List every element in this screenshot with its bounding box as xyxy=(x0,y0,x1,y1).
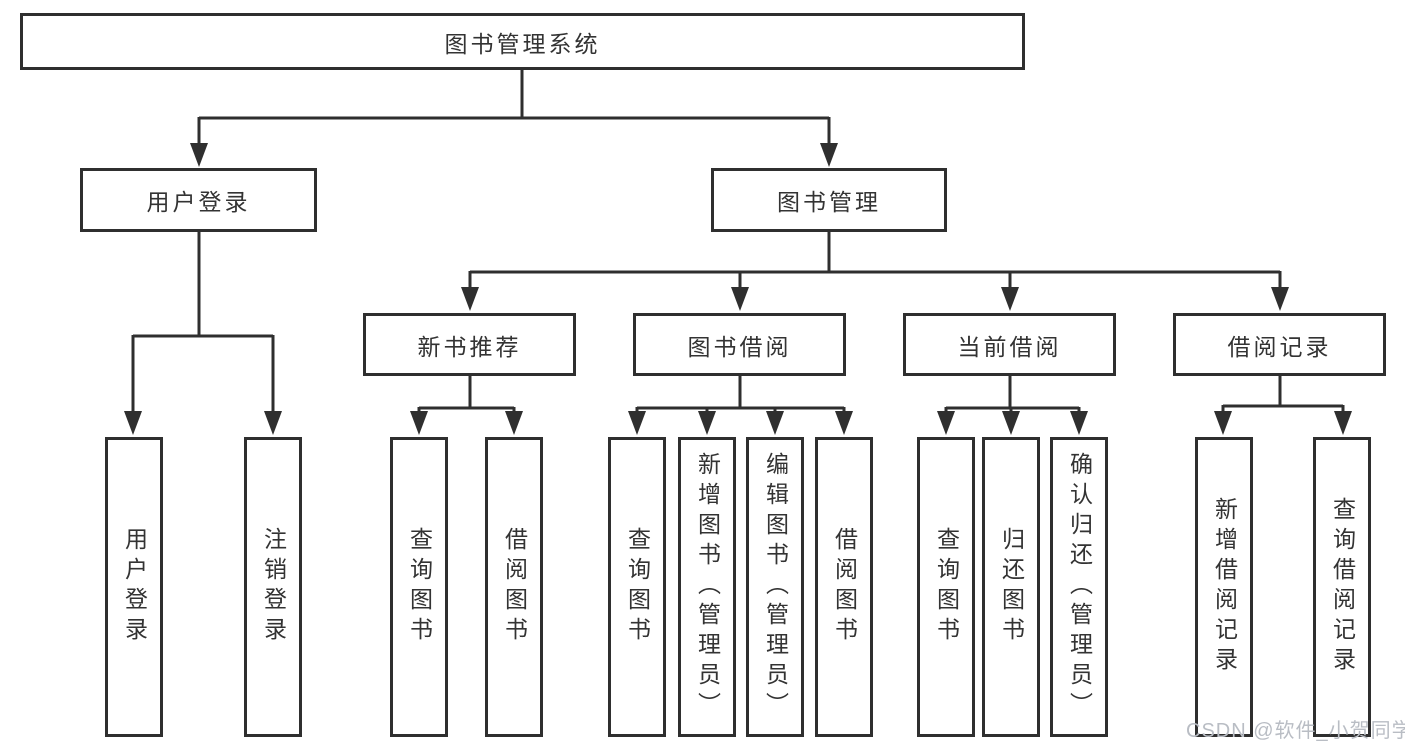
leaf-add-borrow-record: 新增借阅记录 xyxy=(1195,437,1253,737)
leaf-user-login: 用户登录 xyxy=(105,437,163,737)
node-new-book-recommendation: 新书推荐 xyxy=(363,313,576,376)
csdn-watermark: CSDN @软件_小贺同学 xyxy=(1186,720,1405,742)
leaf-edit-books-admin-label: 编辑图书（管理员） xyxy=(762,452,789,722)
leaf-query-borrow-record-label: 查询借阅记录 xyxy=(1329,497,1356,677)
connector-book-management-to-level3 xyxy=(461,232,1289,311)
leaf-return-books: 归还图书 xyxy=(982,437,1040,737)
leaf-add-books-admin-label: 新增图书（管理员） xyxy=(694,452,721,722)
node-user-login-label: 用户登录 xyxy=(146,189,251,215)
connector-new-book-recommendation-to-leaves xyxy=(410,376,523,435)
connector-book-borrowing-to-leaves xyxy=(628,376,853,435)
leaf-borrow-books-label: 借阅图书 xyxy=(831,527,858,647)
node-borrowing-records-label: 借阅记录 xyxy=(1227,333,1332,360)
leaf-logout: 注销登录 xyxy=(244,437,302,737)
node-user-login: 用户登录 xyxy=(80,168,317,232)
leaf-query-books-recommend-label: 查询图书 xyxy=(406,527,433,647)
node-library-management-system: 图书管理系统 xyxy=(20,13,1025,70)
leaf-confirm-return-admin-label: 确认归还（管理员） xyxy=(1066,452,1093,722)
leaf-add-borrow-record-label: 新增借阅记录 xyxy=(1211,497,1238,677)
leaf-borrow-books-recommend-label: 借阅图书 xyxy=(501,527,528,647)
leaf-edit-books-admin: 编辑图书（管理员） xyxy=(746,437,804,737)
node-borrowing-records: 借阅记录 xyxy=(1173,313,1386,376)
leaf-logout-label: 注销登录 xyxy=(260,527,287,647)
node-library-management-system-label: 图书管理系统 xyxy=(444,30,601,57)
leaf-query-books-current-label: 查询图书 xyxy=(933,527,960,647)
connector-current-borrowing-to-leaves xyxy=(937,376,1088,435)
leaf-borrow-books-recommend: 借阅图书 xyxy=(485,437,543,737)
leaf-confirm-return-admin: 确认归还（管理员） xyxy=(1050,437,1108,737)
node-current-borrowing-label: 当前借阅 xyxy=(957,333,1062,360)
node-new-book-recommendation-label: 新书推荐 xyxy=(417,333,522,360)
leaf-add-books-admin: 新增图书（管理员） xyxy=(678,437,736,737)
leaf-query-books-current: 查询图书 xyxy=(917,437,975,737)
leaf-query-books-borrowing-label: 查询图书 xyxy=(624,527,651,647)
node-book-management: 图书管理 xyxy=(711,168,947,232)
leaf-user-login-label: 用户登录 xyxy=(121,527,148,647)
node-book-borrowing: 图书借阅 xyxy=(633,313,846,376)
leaf-query-books-recommend: 查询图书 xyxy=(390,437,448,737)
leaf-borrow-books: 借阅图书 xyxy=(815,437,873,737)
connector-root-to-level2 xyxy=(190,70,838,167)
connector-user-login-to-leaves xyxy=(124,232,282,435)
leaf-return-books-label: 归还图书 xyxy=(998,527,1025,647)
node-book-borrowing-label: 图书借阅 xyxy=(687,333,792,360)
leaf-query-borrow-record: 查询借阅记录 xyxy=(1313,437,1371,737)
leaf-query-books-borrowing: 查询图书 xyxy=(608,437,666,737)
node-current-borrowing: 当前借阅 xyxy=(903,313,1116,376)
node-book-management-label: 图书管理 xyxy=(777,189,881,215)
connector-borrowing-records-to-leaves xyxy=(1214,376,1352,435)
